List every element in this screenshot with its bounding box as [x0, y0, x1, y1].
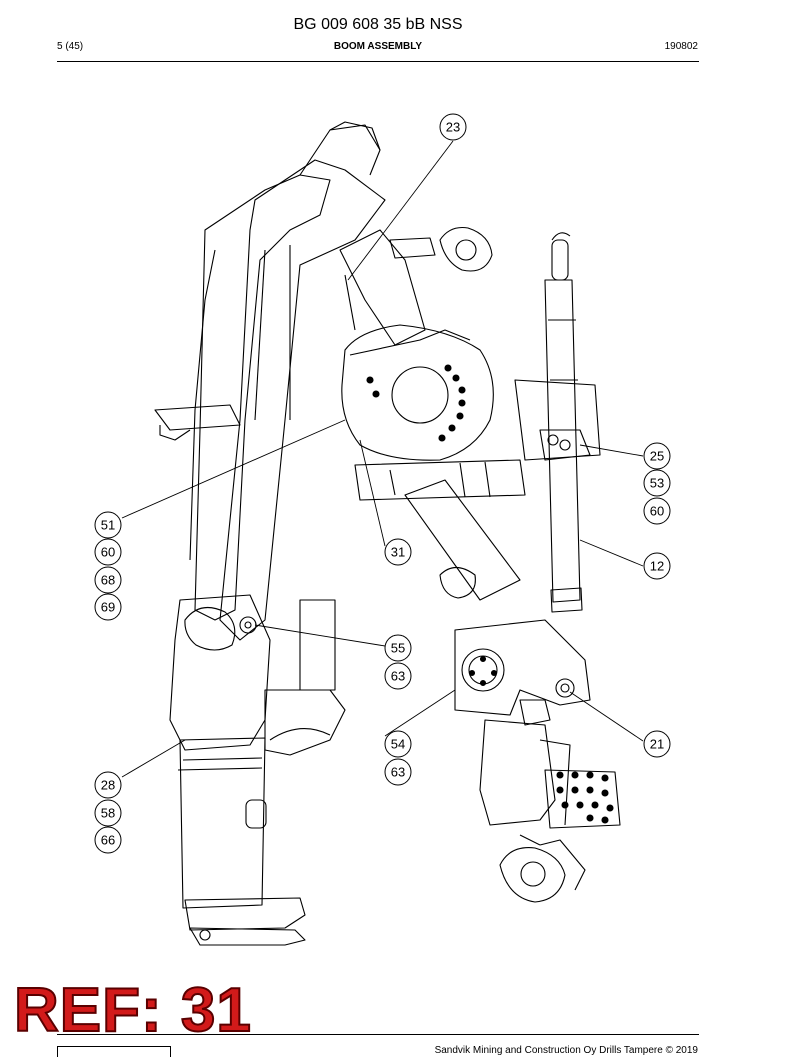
- callout-28: 28: [94, 771, 122, 799]
- callout-60-right: 60: [643, 497, 671, 525]
- svg-text:23: 23: [446, 120, 460, 135]
- svg-text:63: 63: [391, 669, 405, 684]
- callout-31: 31: [384, 538, 412, 566]
- svg-text:68: 68: [101, 573, 115, 588]
- callout-55: 55: [384, 634, 412, 662]
- svg-text:54: 54: [391, 737, 405, 752]
- callout-53: 53: [643, 469, 671, 497]
- document-date: 190802: [664, 41, 698, 52]
- bolt-grid: [556, 771, 614, 824]
- svg-text:25: 25: [650, 449, 664, 464]
- callout-54: 54: [384, 730, 412, 758]
- section-title: BOOM ASSEMBLY: [333, 41, 423, 52]
- callout-68: 68: [94, 566, 122, 594]
- callout-66: 66: [94, 826, 122, 854]
- lower-cradle: [454, 619, 591, 716]
- svg-text:31: 31: [391, 545, 405, 560]
- svg-text:58: 58: [101, 806, 115, 821]
- side-bracket-left: [154, 404, 241, 431]
- callout-21: 21: [643, 730, 671, 758]
- boom-extension: [179, 737, 266, 909]
- callout-12: 12: [643, 552, 671, 580]
- feed-beam: [479, 719, 556, 826]
- cross-cylinder-31: [354, 459, 526, 501]
- sandvik-logo: [57, 1046, 171, 1057]
- svg-text:66: 66: [101, 833, 115, 848]
- callout-63-lower: 63: [384, 758, 412, 786]
- callout-63-upper: 63: [384, 662, 412, 690]
- ref-stamp: REF: 31: [13, 976, 252, 1045]
- footer-copyright: Sandvik Mining and Construction Oy Drill…: [434, 1045, 698, 1056]
- disc-bolts: [366, 364, 466, 442]
- callout-69: 69: [94, 593, 122, 621]
- svg-text:55: 55: [391, 641, 405, 656]
- callout-51: 51: [94, 511, 122, 539]
- hose-clamp-lower: [499, 847, 566, 903]
- page-number: 5 (45): [57, 41, 84, 52]
- boom-beam-left: [194, 174, 331, 621]
- callout-23: 23: [439, 113, 467, 141]
- document-number: BG 009 608 35 bB NSS: [293, 16, 463, 33]
- footer-rule: [57, 1034, 699, 1035]
- svg-text:69: 69: [101, 600, 115, 615]
- callout-25: 25: [643, 442, 671, 470]
- boom-lower-section: [169, 594, 271, 751]
- svg-text:53: 53: [650, 476, 664, 491]
- boom-beam-main: [219, 159, 386, 641]
- rotation-disc: [341, 324, 494, 461]
- svg-text:51: 51: [101, 518, 115, 533]
- svg-text:12: 12: [650, 559, 664, 574]
- leader-lines: [121, 140, 644, 778]
- callout-58: 58: [94, 799, 122, 827]
- svg-text:63: 63: [391, 765, 405, 780]
- hose-clamp-upper: [389, 237, 436, 259]
- header-rule: [57, 61, 699, 62]
- svg-text:21: 21: [650, 737, 664, 752]
- svg-text:60: 60: [650, 504, 664, 519]
- svg-text:60: 60: [101, 545, 115, 560]
- svg-text:28: 28: [101, 778, 115, 793]
- callout-balloons: 23 25 53 60 12 51 60 68 69 31 55 63 54 6…: [94, 113, 671, 854]
- callout-60-left: 60: [94, 538, 122, 566]
